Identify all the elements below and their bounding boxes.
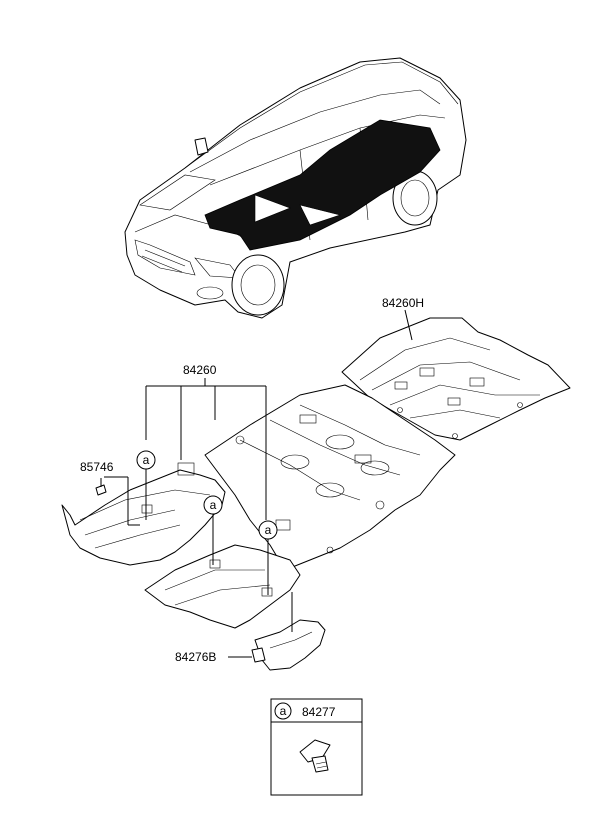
rear-floor-carpet xyxy=(341,317,571,441)
legend-box: a 84277 xyxy=(270,698,363,796)
rear-cover-84276B xyxy=(251,592,326,671)
leader-bracket-84260 xyxy=(145,378,267,520)
ref-marker-a-2: a xyxy=(203,495,223,565)
svg-text:a: a xyxy=(265,523,272,537)
svg-text:a: a xyxy=(143,453,150,467)
svg-text:a: a xyxy=(280,704,287,718)
callout-85746: 85746 xyxy=(80,460,114,474)
callout-84276B: 84276B xyxy=(175,650,216,664)
callout-84260: 84260 xyxy=(183,363,217,377)
leader-84260H xyxy=(404,309,413,341)
callout-84260H: 84260H xyxy=(382,296,424,310)
clip-84277-icon xyxy=(299,739,331,773)
vehicle-illustration xyxy=(124,57,467,319)
fastener-85746 xyxy=(95,476,140,526)
left-front-carpet xyxy=(61,462,226,566)
svg-text:a: a xyxy=(210,498,217,512)
callout-84277: 84277 xyxy=(302,705,336,719)
right-front-carpet xyxy=(144,519,301,629)
ref-marker-a-1: a xyxy=(136,450,156,520)
ref-marker-a-3: a xyxy=(258,520,278,595)
